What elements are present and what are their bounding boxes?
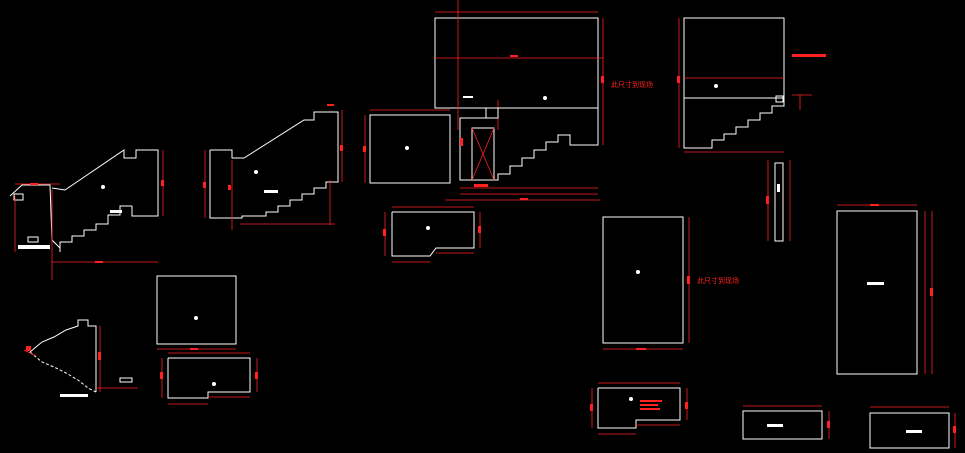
dimension-note-top: 此尺寸到现场 [611, 80, 653, 89]
small-slab-2 [742, 405, 830, 440]
small-slab-1 [590, 382, 688, 435]
cabinet-elevation: 此尺寸到现场 [434, 0, 653, 195]
stair-section-2 [203, 104, 343, 230]
slab-plan-2 [383, 206, 481, 263]
stair-section-4 [23, 319, 138, 397]
stair-section-3 [677, 17, 826, 153]
stair-section-1 [9, 149, 164, 280]
slab-plan-3 [156, 275, 237, 350]
door-panel-tall: 此尺寸到现场 [602, 216, 739, 350]
narrow-strip [766, 160, 791, 242]
dimension-note-mid: 此尺寸到现场 [697, 276, 739, 285]
stair-section-5 [445, 107, 600, 201]
door-panel-large [836, 204, 933, 375]
slab-plan-4 [160, 352, 258, 405]
small-slab-3 [869, 406, 956, 449]
slab-plan-1 [363, 109, 451, 184]
